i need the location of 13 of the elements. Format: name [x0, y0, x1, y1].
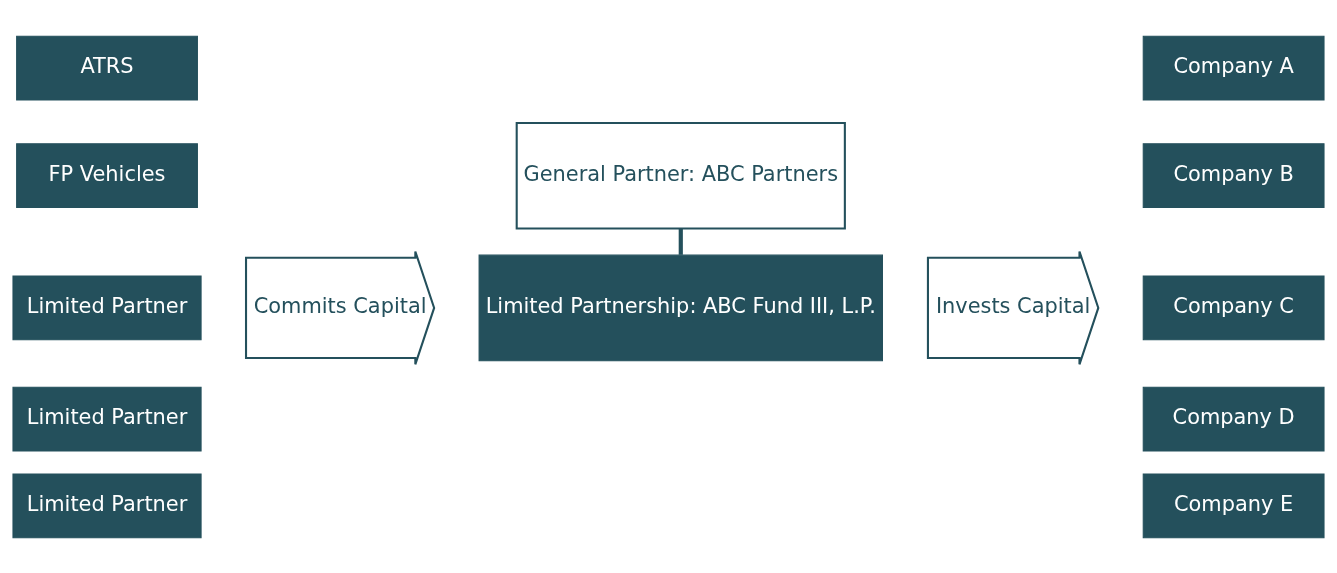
node-box: FP Vehicles: [16, 142, 198, 208]
node-box: Company C: [1142, 275, 1325, 340]
node-box: Limited Partnership: ABC Fund III, L.P.: [478, 254, 883, 361]
node-box: Limited Partner: [12, 275, 202, 340]
node-box: Company E: [1142, 473, 1325, 538]
node-box: General Partner: ABC Partners: [515, 121, 846, 230]
connector: [678, 228, 683, 255]
node-box: Company B: [1142, 142, 1325, 208]
node-box: Limited Partner: [12, 473, 202, 538]
node-box: Limited Partner: [12, 386, 202, 452]
node-box: ATRS: [16, 35, 198, 100]
node-box: Company D: [1142, 386, 1325, 452]
node-box: Company A: [1142, 35, 1325, 100]
